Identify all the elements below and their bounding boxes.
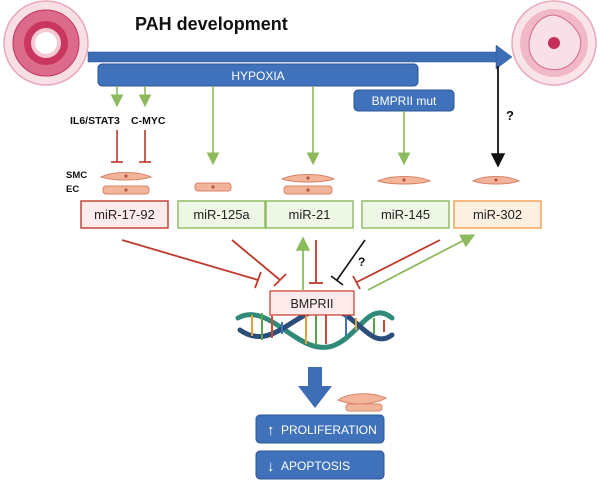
mirna-label: miR-145 <box>381 207 430 222</box>
smooth-muscle-cell-icon <box>376 176 432 185</box>
outcome-box-apoptosis: ↓ APOPTOSIS <box>255 450 385 480</box>
outcome-down-arrow <box>298 367 332 408</box>
mirna-box-mir-21: miR-21 <box>265 200 354 229</box>
mirna-box-mir-125a: miR-125a <box>177 200 266 229</box>
endothelial-cell-icon <box>283 185 333 195</box>
outcome-label: PROLIFERATION <box>281 423 377 437</box>
bmprii-label: BMPRII <box>290 297 333 311</box>
bmprii-mut-label: BMPRII mut <box>372 94 437 108</box>
smooth-muscle-cell-icon <box>471 176 521 185</box>
endothelial-cell-icon <box>194 182 232 192</box>
outcome-label: APOPTOSIS <box>281 459 350 473</box>
il6-stat3-label: IL6/STAT3 <box>70 115 120 127</box>
hypoxia-label: HYPOXIA <box>231 69 284 83</box>
oncogene-inhibition-lines <box>111 130 151 163</box>
unknown-link-arrow: ? <box>490 66 514 168</box>
smooth-muscle-cell-icon <box>280 174 336 183</box>
outcome-arrow-glyph: ↑ <box>267 422 275 439</box>
c-myc-label: C-MYC <box>131 115 166 127</box>
outcome-cells <box>336 393 388 412</box>
mirna-to-bmprii-links: ? <box>121 234 476 291</box>
remodelled-vessel-icon <box>511 0 597 86</box>
mirna-box-mir-17-92: miR-17-92 <box>80 200 169 229</box>
outcome-box-proliferation: ↑ PROLIFERATION <box>255 414 385 444</box>
bmprii-mut-box: BMPRII mut <box>353 89 455 112</box>
outcome-boxes: ↑ PROLIFERATION ↓ APOPTOSIS <box>255 414 385 480</box>
hypoxia-box: HYPOXIA <box>97 63 419 87</box>
endothelial-cell-icon <box>102 185 150 195</box>
healthy-vessel-icon <box>3 0 89 86</box>
outcome-arrow-glyph: ↓ <box>267 458 275 475</box>
hypoxia-arrows <box>110 86 411 166</box>
mirna-label: miR-302 <box>473 207 522 222</box>
diagram-title: PAH development <box>135 14 288 34</box>
question-mark-top: ? <box>506 108 514 123</box>
smooth-muscle-cell-icon <box>99 172 153 181</box>
mirna-label: miR-125a <box>193 207 250 222</box>
mirna-label: miR-21 <box>289 207 331 222</box>
mirna-label: miR-17-92 <box>94 207 155 222</box>
question-mark-mir145: ? <box>358 255 365 269</box>
mirna-box-mir-145: miR-145 <box>361 200 450 229</box>
bmprii-box: BMPRII <box>269 290 355 316</box>
mirna-box-mir-302: miR-302 <box>453 200 542 229</box>
smc-label: SMC <box>66 170 87 181</box>
ec-label: EC <box>66 184 79 195</box>
pah-progression-arrow <box>87 44 513 70</box>
cell-illustrations <box>99 172 521 195</box>
mirna-boxes: miR-17-92 miR-125a miR-21 miR-145 miR-302 <box>80 200 542 229</box>
